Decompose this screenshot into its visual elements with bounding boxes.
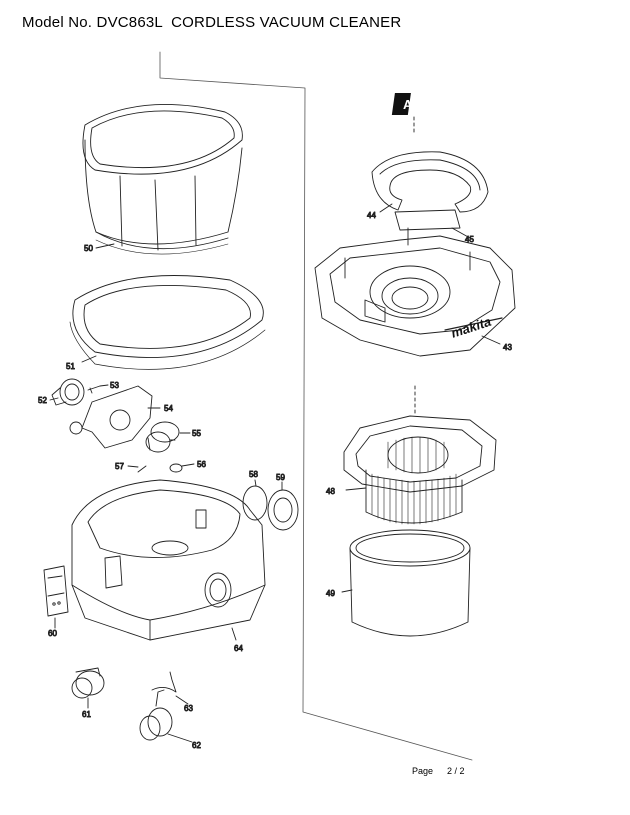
head-cover-part-43: makita (314, 227, 516, 357)
plate-part-45 (394, 209, 471, 239)
assembly-boundary-line (159, 51, 473, 761)
screw-part-53 (87, 384, 109, 394)
page-footer: Page 2 / 2 (412, 766, 479, 776)
part-label-48: 48 (326, 487, 335, 496)
part-label-53: 53 (110, 381, 119, 390)
part-label-44: 44 (367, 211, 376, 220)
filter-part-48 (343, 385, 497, 525)
bracket-part-54 (69, 385, 161, 449)
main-body-part-64 (71, 479, 266, 641)
clip-part-63 (151, 671, 189, 705)
part-label-55: 55 (192, 429, 201, 438)
brand-logo-text: makita (449, 314, 493, 341)
part-label-54: 54 (164, 404, 173, 413)
svg-text:A: A (403, 97, 413, 112)
part-label-62: 62 (192, 741, 201, 750)
holder-part-44 (371, 151, 489, 213)
port-ring-part-59 (267, 481, 299, 531)
part-label-60: 60 (48, 629, 57, 638)
part-label-58: 58 (249, 470, 258, 479)
cap-part-56 (169, 463, 195, 473)
part-label-43: 43 (503, 343, 512, 352)
filter-sleeve-part-49 (341, 529, 471, 637)
caster-part-61 (71, 667, 105, 709)
part-label-61: 61 (82, 710, 91, 719)
gasket-part-51 (69, 275, 266, 370)
o-ring-part-58 (242, 479, 268, 521)
dust-tank-part-50 (82, 104, 243, 255)
part-label-51: 51 (66, 362, 75, 371)
part-label-56: 56 (197, 460, 206, 469)
connector-part-52 (49, 378, 85, 406)
nozzle-part-55 (145, 421, 191, 453)
part-label-50: 50 (84, 244, 93, 253)
section-marker-a: A (391, 93, 415, 136)
part-label-52: 52 (38, 396, 47, 405)
page-label: Page (412, 766, 434, 776)
screw-part-57 (127, 465, 147, 473)
wheel-part-62 (139, 689, 193, 743)
part-label-45: 45 (465, 235, 474, 244)
part-label-57: 57 (115, 462, 124, 471)
part-label-49: 49 (326, 589, 335, 598)
part-label-64: 64 (234, 644, 243, 653)
part-label-63: 63 (184, 704, 193, 713)
page-number: 2 / 2 (447, 766, 465, 776)
page-title: Model No. DVC863L CORDLESS VACUUM CLEANE… (22, 14, 402, 31)
part-label-59: 59 (276, 473, 285, 482)
battery-cover-part-60 (43, 565, 69, 629)
